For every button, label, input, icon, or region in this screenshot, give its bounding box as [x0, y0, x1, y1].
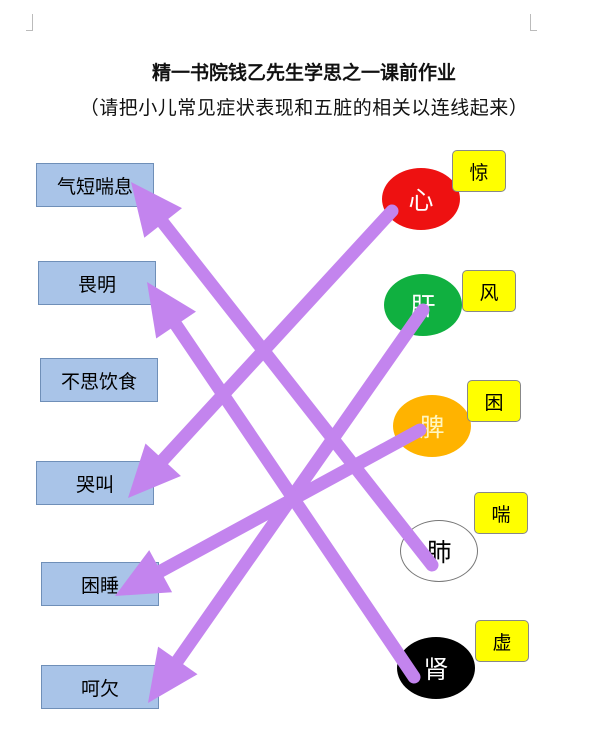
- organ-tag: 惊: [452, 150, 506, 192]
- symptom-box: 呵欠: [41, 665, 159, 709]
- document-subtitle: （请把小儿常见症状表现和五脏的相关以连线起来）: [79, 97, 529, 119]
- page-corner-mark-right: [530, 14, 537, 31]
- symptom-box: 气短喘息: [36, 163, 154, 207]
- arrow-liver-to-yawning-head: [148, 646, 198, 703]
- arrow-kidney-to-photophobia-shaft: [167, 315, 421, 684]
- organ-circle-heart: 心: [382, 168, 460, 230]
- arrow-liver-to-yawning-shaft: [169, 303, 430, 671]
- organ-tag: 虚: [475, 620, 529, 662]
- symptom-box: 畏明: [38, 261, 156, 305]
- arrow-lung-to-shortbreath-shaft: [154, 213, 439, 572]
- organ-tag: 风: [462, 270, 516, 312]
- arrow-spleen-to-drowsy-head: [115, 550, 173, 596]
- document-title: 精一书院钱乙先生学思之一课前作业: [151, 62, 456, 84]
- arrow-kidney-to-photophobia-head: [147, 282, 196, 339]
- page-corner-mark-left: [26, 14, 33, 31]
- symptom-box: 不思饮食: [40, 358, 158, 402]
- organ-tag: 困: [467, 380, 521, 422]
- arrow-heart-to-crying-head: [128, 443, 181, 498]
- organ-tag: 喘: [474, 492, 528, 534]
- arrow-heart-to-crying-shaft: [153, 204, 399, 470]
- arrow-lung-to-shortbreath-head: [131, 182, 182, 238]
